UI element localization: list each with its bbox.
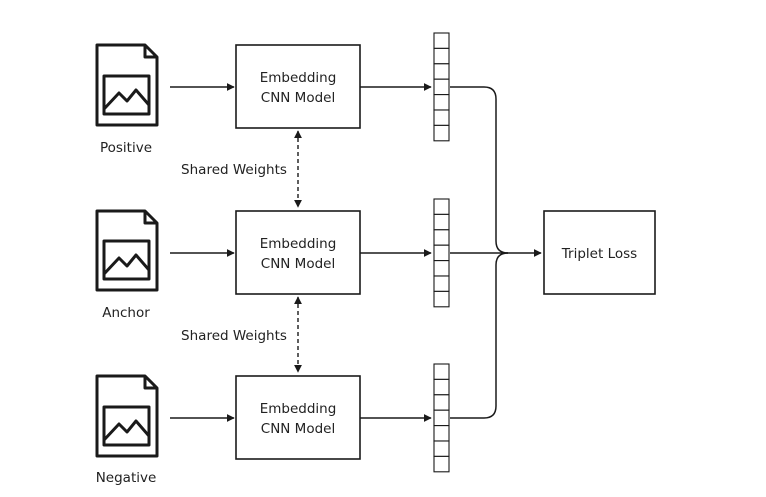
embedding-cell [433,47,450,65]
embedding-cell [433,244,450,262]
triplet-loss-label: Triplet Loss [561,246,637,262]
model-2-line2: CNN Model [261,256,335,272]
embedding-vector-1 [433,32,450,142]
embedding-cell [433,109,450,126]
embedding-cell [433,78,450,96]
triplet-loss-box: Triplet Loss [543,210,656,295]
model-3-line1: Embedding [260,401,337,417]
embedding-cell [433,363,450,380]
model-3-line2: CNN Model [261,421,335,437]
embedding-cell [433,275,450,292]
embedding-cell [433,409,450,427]
negative-image-icon [95,374,159,458]
embedding-cell [433,32,450,49]
embedding-cell [433,198,450,215]
embedding-model-box-1: Embedding CNN Model [235,44,361,129]
embedding-vector-3 [433,363,450,473]
embedding-cell [433,440,450,457]
embedding-cell [433,213,450,231]
shared-weights-label-1: Shared Weights [181,162,287,178]
anchor-image-icon [95,209,159,292]
embedding-model-box-2: Embedding CNN Model [235,210,361,295]
model-1-line1: Embedding [260,70,337,86]
embedding-cell [433,378,450,396]
embedding-cell [433,425,450,442]
embedding-cell [433,290,450,308]
embedding-cell [433,394,450,411]
embedding-cell [433,229,450,246]
embedding-model-box-3: Embedding CNN Model [235,375,361,460]
anchor-label: Anchor [102,305,150,321]
shared-weights-label-2: Shared Weights [181,328,287,344]
model-1-line2: CNN Model [261,90,335,106]
embedding-vector-2 [433,198,450,308]
embedding-cell [433,94,450,111]
merge-line-bottom [450,252,509,419]
positive-label: Positive [100,140,152,156]
embedding-cell [433,63,450,80]
positive-image-icon [95,43,159,127]
embedding-cell [433,124,450,142]
merge-line-top [450,86,509,254]
embedding-cell [433,455,450,473]
embedding-cell [433,260,450,277]
negative-label: Negative [96,470,157,486]
model-2-line1: Embedding [260,236,337,252]
